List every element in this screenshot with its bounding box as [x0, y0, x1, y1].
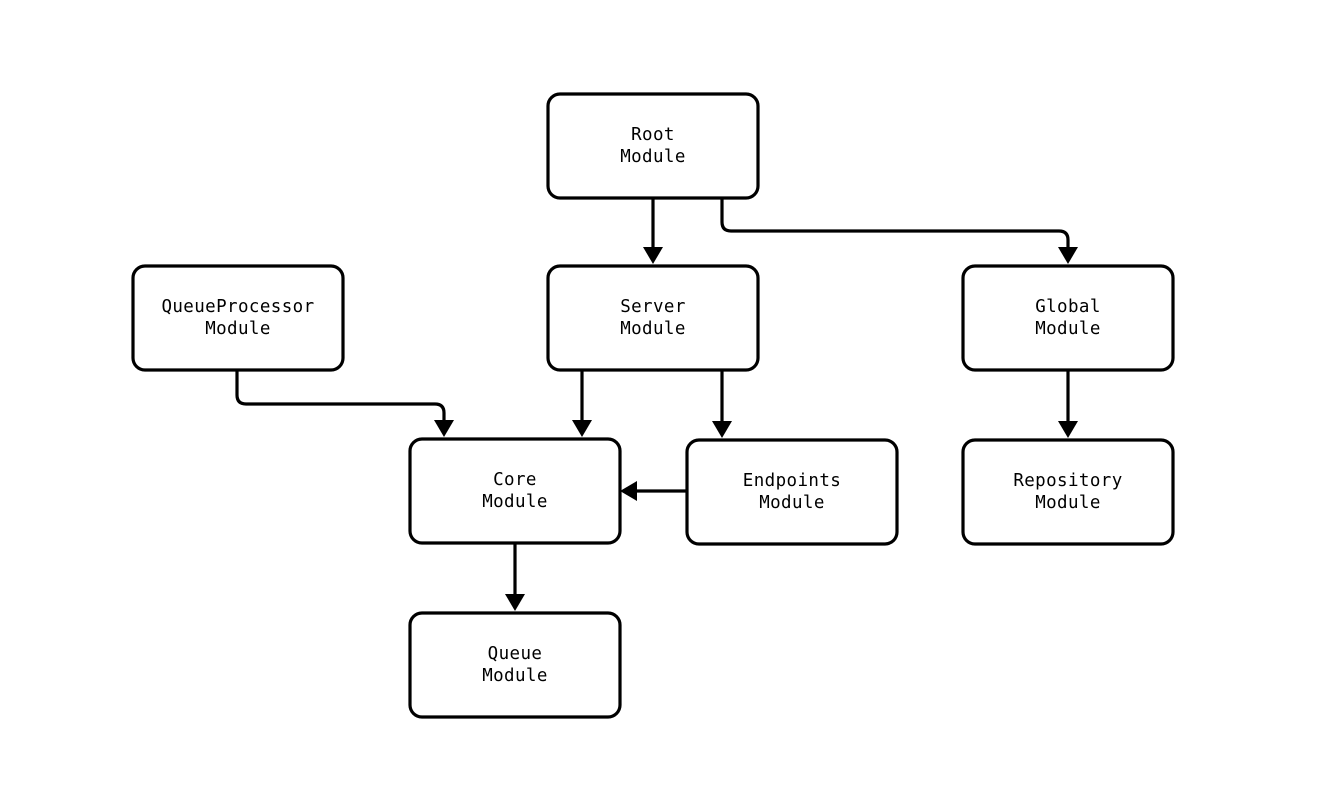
edges-layer: [235, 198, 1078, 611]
edge-core-to-queue: [505, 543, 525, 611]
arrowhead-icon: [505, 594, 525, 611]
node-label-line2: Module: [1035, 493, 1101, 513]
node-label-line2: Module: [482, 492, 548, 512]
arrowhead-icon: [1058, 247, 1078, 264]
edge-server-to-core: [572, 370, 592, 437]
node-label-line2: Module: [482, 666, 548, 686]
arrowhead-icon: [620, 481, 637, 501]
node-label-line1: Global: [1035, 297, 1101, 317]
node-box[interactable]: [546, 264, 760, 372]
arrowhead-icon: [572, 420, 592, 437]
node-box[interactable]: [546, 92, 760, 200]
node-label-line1: Core: [493, 470, 537, 490]
node-box[interactable]: [408, 437, 622, 545]
nodes-layer: RootModuleQueueProcessorModuleServerModu…: [131, 92, 1175, 719]
arrowhead-icon: [712, 421, 732, 438]
node-label-line2: Module: [1035, 319, 1101, 339]
node-box[interactable]: [408, 611, 622, 719]
node-label-line2: Module: [759, 493, 825, 513]
node-box[interactable]: [961, 264, 1175, 372]
node-label-line2: Module: [205, 319, 271, 339]
node-label-line1: Server: [620, 297, 686, 317]
node-label-line1: QueueProcessor: [161, 297, 314, 317]
edge-endpoints-to-core: [620, 481, 687, 501]
edge-root-to-global: [720, 198, 1078, 264]
node-box[interactable]: [961, 438, 1175, 546]
edge-line: [720, 198, 1070, 252]
arrowhead-icon: [1058, 421, 1078, 438]
edge-root-to-server: [643, 198, 663, 264]
node-label-line1: Endpoints: [743, 471, 841, 491]
edge-server-to-endpoints: [712, 370, 732, 438]
node-label-line1: Root: [631, 125, 675, 145]
arrowhead-icon: [434, 420, 454, 437]
node-label-line1: Queue: [488, 644, 543, 664]
edge-queueprocessor-to-core: [235, 370, 454, 437]
arrowhead-icon: [643, 247, 663, 264]
node-box[interactable]: [131, 264, 345, 372]
node-label-line2: Module: [620, 319, 686, 339]
node-box[interactable]: [685, 438, 899, 546]
edge-global-to-repository: [1058, 370, 1078, 438]
edge-line: [235, 370, 446, 425]
node-label-line2: Module: [620, 147, 686, 167]
node-label-line1: Repository: [1013, 471, 1122, 491]
